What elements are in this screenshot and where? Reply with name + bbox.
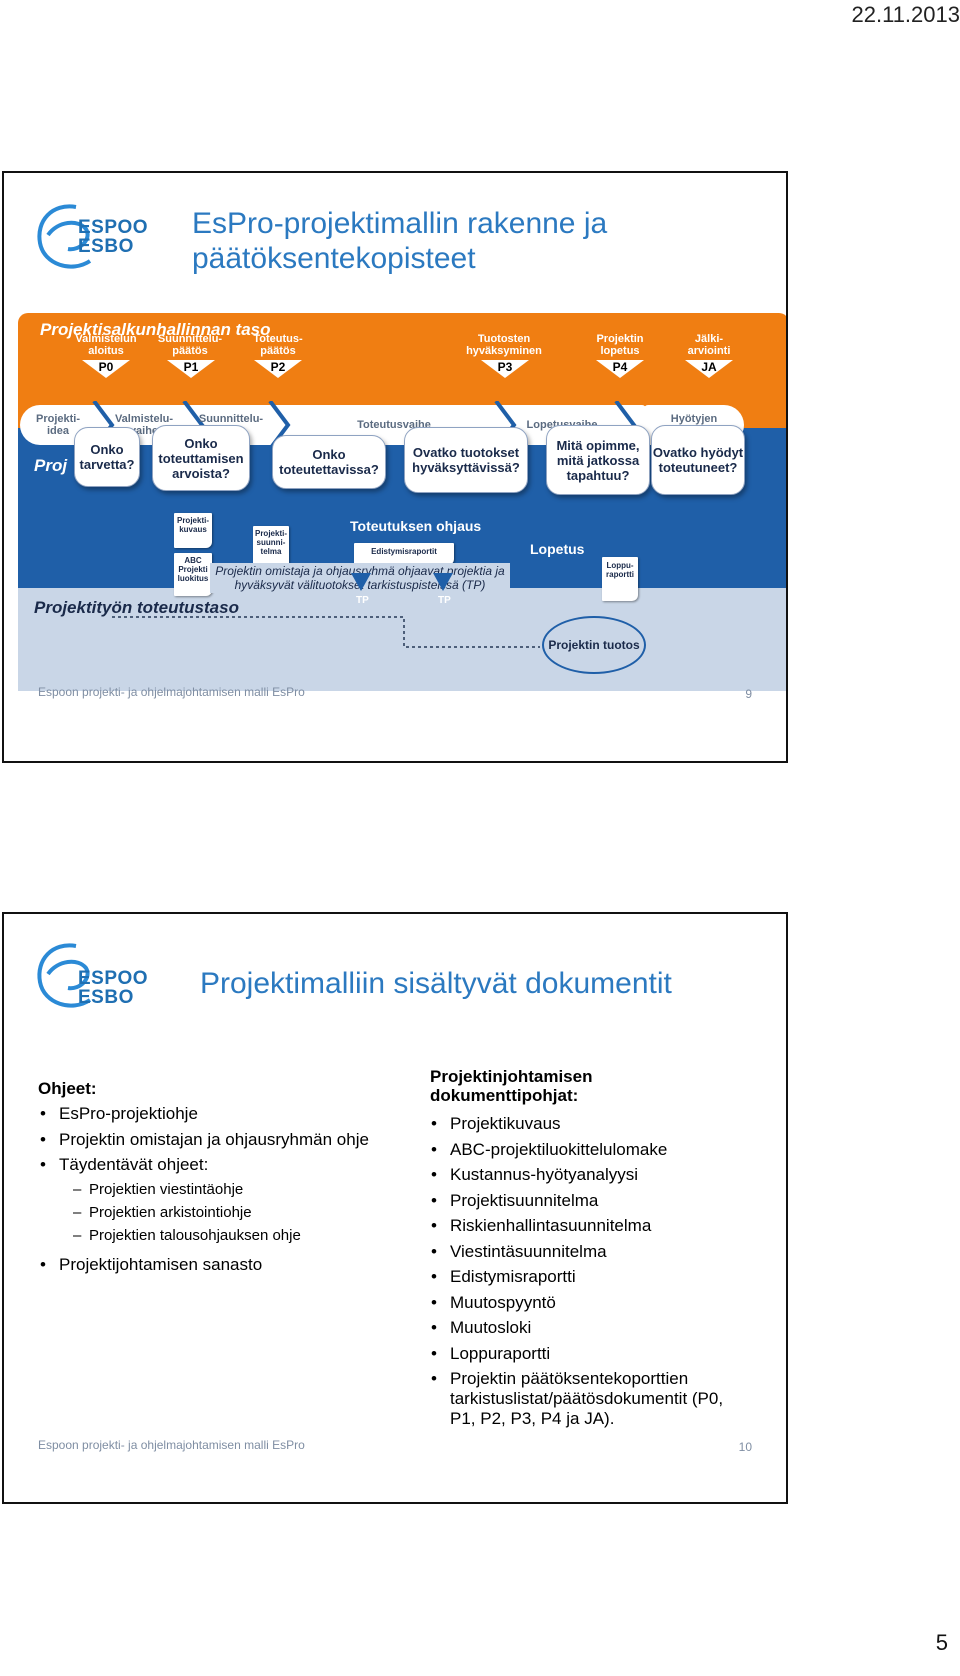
question-callout: Ovatko hyödyt toteutuneet?: [651, 425, 745, 495]
question-callout: Onko toteuttamisen arvoista?: [152, 425, 250, 491]
gate-marker: [685, 360, 733, 378]
slide-footer: Espoon projekti- ja ohjelmajohtamisen ma…: [38, 685, 305, 699]
checkpoint-label: TP: [438, 595, 451, 606]
question-callout: Onko toteutettavissa?: [272, 435, 386, 489]
template-item: Muutosloki: [426, 1318, 726, 1338]
gate-marker: [254, 360, 302, 378]
gate-code: P4: [612, 360, 628, 374]
template-item: Riskienhallintasuunnitelma: [426, 1216, 726, 1236]
espoo-logo-icon: [37, 204, 92, 269]
phase-label: Valmistelu-vaihe: [114, 413, 174, 437]
execution-control-label: Toteutuksen ohjaus: [350, 518, 482, 534]
project-level-title: Proj: [34, 456, 68, 475]
checkpoint-marker-icon: [351, 573, 371, 591]
instruction-subitem: Projektien viestintäohje: [35, 1181, 435, 1199]
template-item: Viestintäsuunnitelma: [426, 1242, 726, 1262]
doc-final-report: Loppu-raportti: [602, 557, 638, 601]
doc-progress-reports: Edistymisraportit: [354, 543, 454, 565]
doc-abc-classification: ABC Projekti luokitus: [174, 553, 212, 596]
execution-level-title: Projektityön toteutustaso: [34, 598, 239, 617]
gate-code: P3: [497, 360, 513, 374]
gate-code: P1: [183, 360, 199, 374]
gate-label: Valmistelun aloitus: [75, 333, 137, 357]
template-item: Edistymisraportti: [426, 1267, 726, 1287]
portfolio-level-title: Projektisalkunhallinnan taso: [40, 320, 271, 339]
slide-number: 9: [745, 687, 752, 701]
instruction-item: Projektin omistajan ja ohjausryhmän ohje: [35, 1130, 435, 1150]
project-output-node: Projektin tuotos: [542, 616, 646, 674]
gate-label: Toteutus-päätös: [253, 333, 303, 357]
espoo-logo-icon: [37, 943, 92, 1008]
instruction-item: Projektijohtamisen sanasto: [35, 1255, 435, 1275]
checkpoint-label: TP: [356, 595, 369, 606]
gate-marker: [167, 360, 215, 378]
slide-title: Projektimalliin sisältyvät dokumentit: [200, 967, 672, 1000]
gate-label: Projektin lopetus: [596, 333, 644, 357]
gate-code: JA: [701, 360, 717, 374]
instruction-item: EsPro-projektiohje: [35, 1104, 435, 1124]
slide-footer: Espoon projekti- ja ohjelmajohtamisen ma…: [38, 1438, 305, 1452]
phase-label: Projekti-idea: [35, 413, 80, 437]
template-item: Projektisuunnitelma: [426, 1191, 726, 1211]
instruction-subitem: Projektien talousohjauksen ohje: [35, 1227, 435, 1245]
template-item: Projektin päätöksentekoporttien tarkistu…: [426, 1369, 726, 1429]
gate-marker: [596, 360, 644, 378]
template-item: Kustannus-hyötyanalyysi: [426, 1165, 726, 1185]
instruction-subitem: Projektien arkistointiohje: [35, 1204, 435, 1222]
checkpoint-marker-icon: [433, 573, 453, 591]
instruction-item: Täydentävät ohjeet:: [35, 1155, 435, 1175]
gate-code: P2: [270, 360, 286, 374]
template-item: Projektikuvaus: [426, 1114, 726, 1134]
gate-label: Suunnittelu-päätös: [157, 333, 223, 357]
question-callout: Ovatko tuotokset hyväksyttävissä?: [404, 427, 528, 493]
page-date: 22.11.2013: [851, 2, 960, 27]
execution-flow-line: [112, 616, 540, 648]
question-callout: Onko tarvetta?: [74, 427, 140, 487]
question-callout: Mitä opimme, mitä jatkossa tapahtuu?: [546, 425, 650, 495]
instructions-heading: Ohjeet:: [38, 1079, 97, 1098]
template-item: Loppuraportti: [426, 1344, 726, 1364]
gate-marker: [82, 360, 130, 378]
templates-list: ProjektikuvausABC-projektiluokitteluloma…: [426, 1114, 726, 1435]
gate-marker: [481, 360, 529, 378]
doc-project-description: Projekti-kuvaus: [174, 513, 212, 548]
template-item: ABC-projektiluokittelulomake: [426, 1140, 726, 1160]
closing-label: Lopetus: [530, 541, 585, 557]
slide-number: 10: [738, 1440, 752, 1454]
gate-code: P0: [98, 360, 114, 374]
gate-label: Tuotosten hyväksyminen: [466, 333, 542, 357]
gate-label: Jälki-arviointi: [687, 333, 731, 357]
instructions-list: EsPro-projektiohjeProjektin omistajan ja…: [35, 1104, 435, 1280]
page-number: 5: [935, 1630, 948, 1655]
template-item: Muutospyyntö: [426, 1293, 726, 1313]
execution-level-band: [18, 588, 786, 691]
